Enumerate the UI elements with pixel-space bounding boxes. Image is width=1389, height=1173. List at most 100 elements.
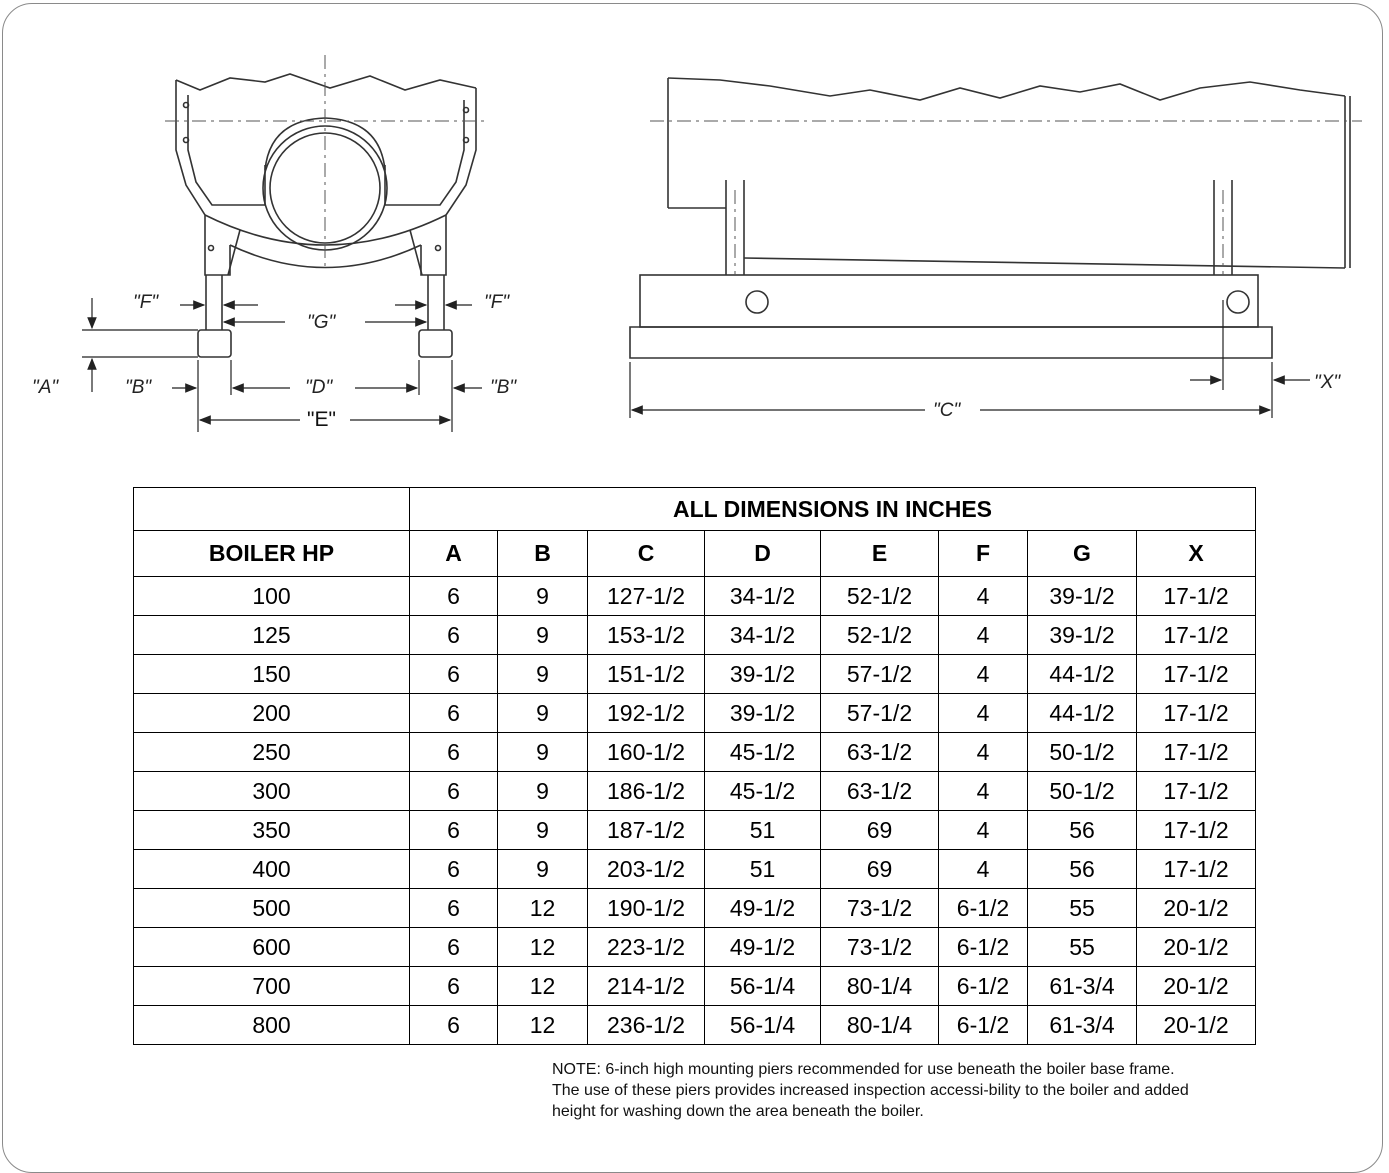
column-header: D [704, 530, 821, 577]
dimension-cell: 4 [938, 732, 1028, 772]
dimension-cell: 153-1/2 [587, 615, 705, 655]
dimension-cell: 80-1/4 [820, 966, 939, 1006]
dimension-cell: 127-1/2 [587, 576, 705, 616]
dimension-cell: 186-1/2 [587, 771, 705, 811]
dimension-cell: 20-1/2 [1136, 1005, 1256, 1045]
dimension-cell: 49-1/2 [704, 927, 821, 967]
column-header: A [409, 530, 498, 577]
dimension-cell: 6-1/2 [938, 1005, 1028, 1045]
dimension-cell: 4 [938, 693, 1028, 733]
dimension-cell: 20-1/2 [1136, 927, 1256, 967]
dim-label-f-right: "F" [484, 292, 510, 313]
dimension-cell: 203-1/2 [587, 849, 705, 889]
column-header: B [497, 530, 588, 577]
dimension-cell: 190-1/2 [587, 888, 705, 928]
dimension-cell: 9 [497, 615, 588, 655]
dimension-cell: 49-1/2 [704, 888, 821, 928]
dimension-cell: 17-1/2 [1136, 849, 1256, 889]
dimension-cell: 6 [409, 810, 498, 850]
boiler-hp-cell: 100 [133, 576, 410, 616]
dimension-cell: 17-1/2 [1136, 654, 1256, 694]
dimension-cell: 12 [497, 1005, 588, 1045]
dimension-cell: 151-1/2 [587, 654, 705, 694]
dimension-cell: 57-1/2 [820, 693, 939, 733]
dimension-cell: 17-1/2 [1136, 693, 1256, 733]
boiler-hp-cell: 300 [133, 771, 410, 811]
dim-label-g: "G" [307, 312, 337, 333]
column-header: G [1027, 530, 1137, 577]
column-header: C [587, 530, 705, 577]
dimension-cell: 9 [497, 810, 588, 850]
dimension-cell: 4 [938, 576, 1028, 616]
dimension-cell: 6 [409, 576, 498, 616]
dimension-cell: 56-1/4 [704, 1005, 821, 1045]
dimension-cell: 73-1/2 [820, 927, 939, 967]
dimension-cell: 223-1/2 [587, 927, 705, 967]
dimension-cell: 6 [409, 732, 498, 772]
dim-label-x: "X" [1314, 372, 1341, 393]
boiler-hp-cell: 125 [133, 615, 410, 655]
dimension-cell: 4 [938, 615, 1028, 655]
boiler-hp-cell: 800 [133, 1005, 410, 1045]
dimension-cell: 61-3/4 [1027, 1005, 1137, 1045]
dimension-cell: 6 [409, 654, 498, 694]
column-header: F [938, 530, 1028, 577]
dimension-cell: 6 [409, 849, 498, 889]
column-header: X [1136, 530, 1256, 577]
dimension-cell: 9 [497, 849, 588, 889]
dimension-cell: 44-1/2 [1027, 654, 1137, 694]
dimension-cell: 17-1/2 [1136, 576, 1256, 616]
dimension-cell: 56-1/4 [704, 966, 821, 1006]
column-header: E [820, 530, 939, 577]
dimension-cell: 187-1/2 [587, 810, 705, 850]
dimension-cell: 9 [497, 693, 588, 733]
boiler-hp-cell: 500 [133, 888, 410, 928]
dimension-cell: 57-1/2 [820, 654, 939, 694]
dimension-cell: 56 [1027, 810, 1137, 850]
dimension-cell: 73-1/2 [820, 888, 939, 928]
dimension-cell: 51 [704, 810, 821, 850]
dimension-cell: 39-1/2 [1027, 576, 1137, 616]
dimension-cell: 69 [820, 810, 939, 850]
boiler-hp-cell: 200 [133, 693, 410, 733]
corner-cell [133, 487, 410, 531]
dimension-cell: 63-1/2 [820, 771, 939, 811]
dimension-cell: 192-1/2 [587, 693, 705, 733]
dimension-cell: 20-1/2 [1136, 966, 1256, 1006]
dimension-cell: 6 [409, 771, 498, 811]
dimension-cell: 63-1/2 [820, 732, 939, 772]
dimension-cell: 39-1/2 [704, 654, 821, 694]
dimension-cell: 12 [497, 966, 588, 1006]
side-view [629, 77, 1351, 359]
dimension-cell: 9 [497, 576, 588, 616]
dimension-cell: 34-1/2 [704, 615, 821, 655]
boiler-hp-cell: 400 [133, 849, 410, 889]
dimension-cell: 9 [497, 771, 588, 811]
dimension-cell: 55 [1027, 927, 1137, 967]
dimension-cell: 160-1/2 [587, 732, 705, 772]
boiler-hp-cell: 350 [133, 810, 410, 850]
boiler-hp-cell: 600 [133, 927, 410, 967]
dimension-cell: 44-1/2 [1027, 693, 1137, 733]
dimension-cell: 17-1/2 [1136, 615, 1256, 655]
dim-label-c: "C" [933, 400, 961, 421]
dimension-cell: 52-1/2 [820, 615, 939, 655]
dimension-cell: 55 [1027, 888, 1137, 928]
dimension-cell: 6 [409, 888, 498, 928]
dimension-cell: 6 [409, 927, 498, 967]
dim-label-b-right: "B" [490, 377, 517, 398]
dimension-cell: 4 [938, 810, 1028, 850]
dimension-cell: 61-3/4 [1027, 966, 1137, 1006]
dimension-cell: 6-1/2 [938, 927, 1028, 967]
row-header: BOILER HP [133, 530, 410, 577]
